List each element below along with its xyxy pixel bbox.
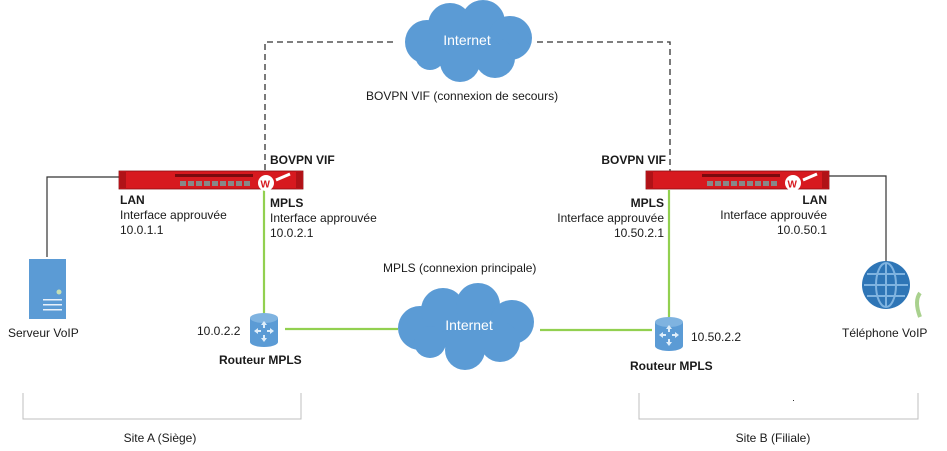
site-b-mpls-desc: Interface approuvée xyxy=(557,211,664,225)
site-b-bovpn-label: BOVPN VIF xyxy=(601,153,666,167)
site-a-lan-title: LAN xyxy=(120,193,145,207)
site-a-lan-desc: Interface approuvée xyxy=(120,208,227,222)
stray-dot xyxy=(793,400,794,401)
backup-link-right xyxy=(537,41,671,172)
primary-link-label: MPLS (connexion principale) xyxy=(383,261,537,275)
site-b-router-label: Routeur MPLS xyxy=(630,359,713,373)
cloud-middle-label: Internet xyxy=(445,317,493,333)
router-icon-b xyxy=(655,317,683,351)
site-b-name: Site B (Filiale) xyxy=(735,431,811,445)
site-a-lan-ip: 10.0.1.1 xyxy=(120,223,164,237)
site-b-router-ip: 10.50.2.2 xyxy=(691,330,742,344)
cloud-icon-top xyxy=(405,0,532,82)
firebox-appliance-b: W xyxy=(645,170,830,191)
site-a-mpls-title: MPLS xyxy=(270,196,304,210)
phone-handset-icon xyxy=(915,291,922,318)
site-a-endpoint-label: Serveur VoIP xyxy=(8,326,79,340)
site-a-mpls-ip: 10.0.2.1 xyxy=(270,226,314,240)
site-b-mpls-ip: 10.50.2.1 xyxy=(613,226,664,240)
backup-link-left xyxy=(264,41,395,170)
site-a-router-ip: 10.0.2.2 xyxy=(197,324,241,338)
site-b-lan-title: LAN xyxy=(802,193,827,207)
site-a-mpls-desc: Interface approuvée xyxy=(270,211,377,225)
firebox-appliance-a: W xyxy=(118,170,304,191)
site-b-lan-ip: 10.0.50.1 xyxy=(776,223,827,237)
site-a-router-label: Routeur MPLS xyxy=(219,353,302,367)
svg-text:W: W xyxy=(261,180,271,191)
server-icon xyxy=(29,259,66,319)
site-a-name: Site A (Siège) xyxy=(123,431,197,445)
site-b-mpls-title: MPLS xyxy=(630,196,664,210)
site-b-endpoint-label: Téléphone VoIP xyxy=(842,326,928,340)
svg-text:W: W xyxy=(788,180,798,191)
router-icon-a xyxy=(250,313,278,347)
globe-icon xyxy=(862,261,910,309)
site-a-bracket xyxy=(22,393,302,420)
backup-link-label: BOVPN VIF (connexion de secours) xyxy=(366,89,559,103)
site-b-lan-desc: Interface approuvée xyxy=(720,208,827,222)
lan-link-b xyxy=(828,175,887,262)
site-a-bovpn-label: BOVPN VIF xyxy=(270,153,335,167)
cloud-icon-middle xyxy=(398,283,534,370)
lan-link-a xyxy=(46,176,120,257)
site-b-bracket xyxy=(638,393,919,420)
cloud-top-label: Internet xyxy=(443,32,491,48)
